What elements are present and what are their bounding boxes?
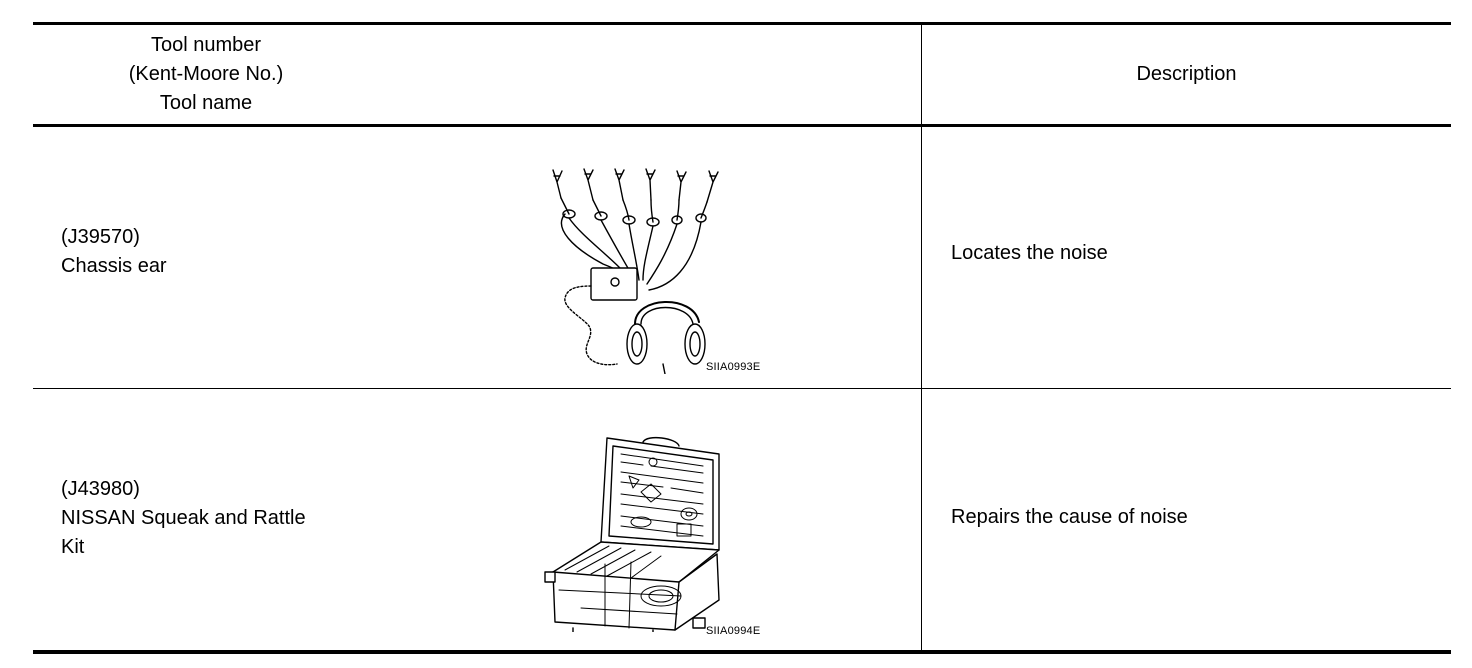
header-bottom-rule	[33, 124, 1451, 127]
tool-table: Tool number (Kent-Moore No.) Tool name D…	[33, 22, 1451, 654]
column-divider	[921, 25, 922, 650]
header-description-column: Description	[922, 25, 1451, 124]
header-tool-column: Tool number (Kent-Moore No.) Tool name	[33, 25, 379, 124]
row-2-tool-name-line-2: Kit	[61, 536, 85, 558]
chassis-ear-illustration	[552, 168, 719, 374]
row-1-tool-cell: (J39570) Chassis ear	[61, 223, 167, 281]
row-1-tool-name: Chassis ear	[61, 255, 167, 277]
table-bottom-rule	[33, 650, 1451, 654]
row-2-figure-code: SIIA0994E	[706, 625, 761, 637]
header-kent-moore: (Kent-Moore No.)	[128, 63, 284, 85]
row-1-description: Locates the noise	[951, 242, 1108, 264]
header-tool-name: Tool name	[159, 92, 253, 114]
row-2-description: Repairs the cause of noise	[951, 506, 1188, 528]
row-1-tool-number: (J39570)	[61, 226, 140, 248]
row-1-figure-code: SIIA0993E	[706, 361, 761, 373]
table-top-rule	[33, 22, 1451, 25]
squeak-rattle-kit-illustration	[544, 436, 720, 632]
row-2-tool-cell: (J43980) NISSAN Squeak and Rattle Kit	[61, 475, 306, 562]
header-tool-number: Tool number	[150, 34, 262, 56]
row-separator	[33, 388, 1451, 389]
header-description: Description	[1136, 63, 1237, 85]
row-2-tool-number: (J43980)	[61, 478, 140, 500]
row-2-tool-name-line-1: NISSAN Squeak and Rattle	[61, 507, 306, 529]
